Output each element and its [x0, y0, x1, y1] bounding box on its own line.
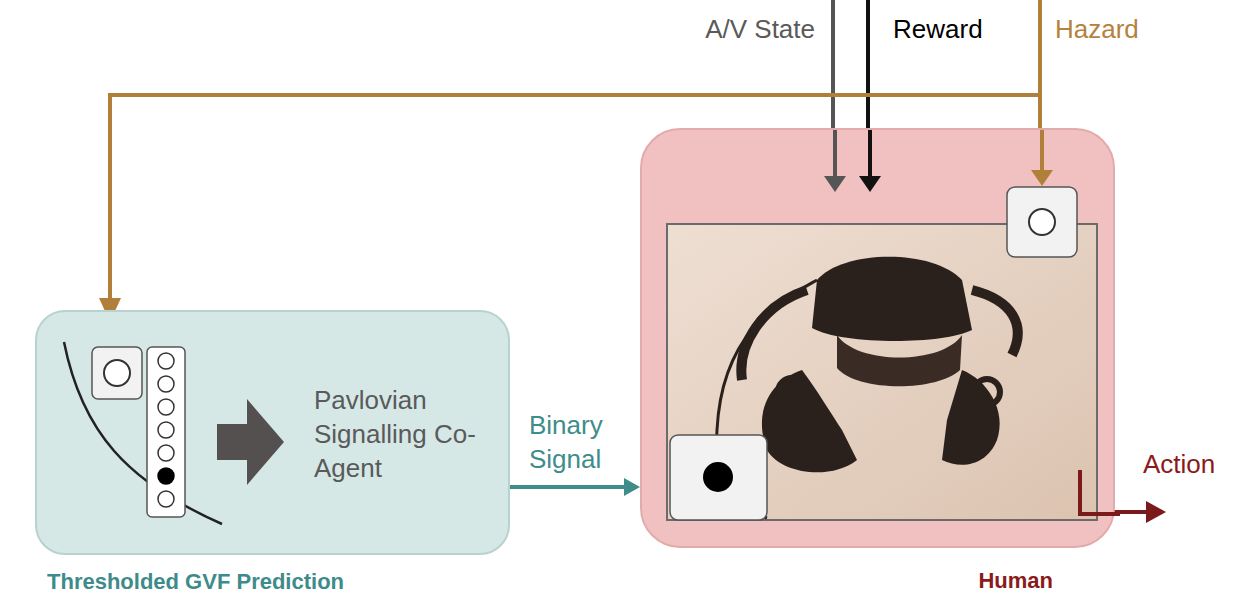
co-agent-box: Pavlovian Signalling Co-AgentThresholded… [35, 310, 510, 555]
human-box: Human [640, 128, 1115, 548]
input-label: A/V State [705, 14, 815, 45]
node-heading: Thresholded GVF Prediction [47, 569, 344, 595]
hazard-wire [1038, 0, 1042, 130]
node-illustration [642, 130, 1117, 550]
signal-arrow [510, 478, 640, 496]
edge-label: Binary Signal [529, 409, 629, 477]
reward-wire [866, 0, 870, 130]
node-text: Pavlovian Signalling Co-Agent [314, 384, 494, 485]
av-state-wire [831, 0, 835, 130]
output-label: Action [1143, 449, 1215, 480]
action-arrowhead [1146, 501, 1166, 523]
input-label: Reward [893, 14, 983, 45]
input-label: Hazard [1055, 14, 1139, 45]
node-heading: Human [978, 568, 1053, 594]
